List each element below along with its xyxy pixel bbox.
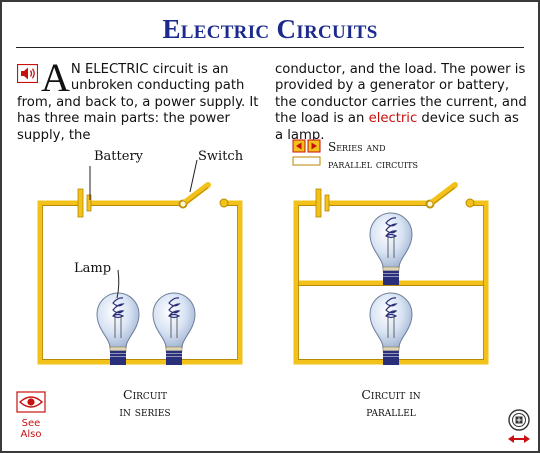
parallel-switch[interactable] [426, 185, 455, 208]
parallel-caption: Circuit in parallel [336, 386, 446, 420]
series-parallel-legend[interactable]: Series and parallel circuits [292, 139, 418, 176]
series-caption-line-2: in series [119, 404, 171, 419]
intro-text-1: N ELECTRIC circuit is an unbroken conduc… [17, 62, 259, 143]
back-arrow-icon [508, 435, 514, 443]
series-caption: Circuit in series [95, 386, 195, 420]
intro-text-2: conductor, and the load. The power is pr… [275, 62, 527, 127]
arrow-buttons-icon[interactable] [292, 139, 324, 171]
electric-link[interactable]: electric [368, 111, 418, 127]
parallel-switch-contact [465, 198, 475, 208]
intro-column-2: conductor, and the load. The power is pr… [275, 62, 530, 144]
series-switch[interactable] [179, 185, 208, 208]
drop-cap: A [41, 55, 70, 100]
parallel-caption-line-2: parallel [366, 404, 416, 419]
series-wire [37, 200, 243, 365]
speaker-icon[interactable] [17, 64, 38, 83]
parallel-lamp-top [368, 211, 414, 283]
legend-line-1[interactable]: Series and [328, 140, 386, 154]
series-switch-contact [219, 198, 229, 208]
legend-line-2[interactable]: parallel circuits [328, 157, 418, 171]
title-divider [16, 47, 524, 48]
battery-label: Battery [94, 149, 144, 164]
lamp-label: Lamp [74, 261, 112, 276]
switch-label: Switch [198, 149, 244, 164]
parallel-battery [315, 188, 330, 218]
series-lamp-1 [95, 291, 141, 363]
intro-text-3: device such as a lamp. [275, 111, 519, 143]
eye-icon[interactable] [16, 391, 46, 413]
parallel-caption-line-1: Circuit in [361, 387, 421, 402]
navigation-icon[interactable] [505, 408, 533, 446]
series-lamp-1-base [110, 359, 126, 365]
series-lamp-2 [151, 291, 197, 363]
see-also-button[interactable]: See Also [14, 391, 48, 440]
series-battery [77, 188, 92, 218]
lamp-pointer [116, 269, 120, 299]
parallel-lamp-bottom [368, 291, 414, 363]
page-title: Electric Circuits [162, 14, 378, 44]
parallel-lamp-bottom-base [383, 359, 399, 365]
see-also-line-2[interactable]: Also [20, 429, 42, 440]
series-wire-edge [42, 205, 238, 360]
series-lamp-2-base [166, 359, 182, 365]
switch-pointer [189, 159, 198, 193]
parallel-lamp-top-base [383, 279, 399, 285]
series-caption-line-1: Circuit [123, 387, 167, 402]
see-also-line-1[interactable]: See [21, 418, 41, 429]
forward-arrow-icon [524, 435, 530, 443]
